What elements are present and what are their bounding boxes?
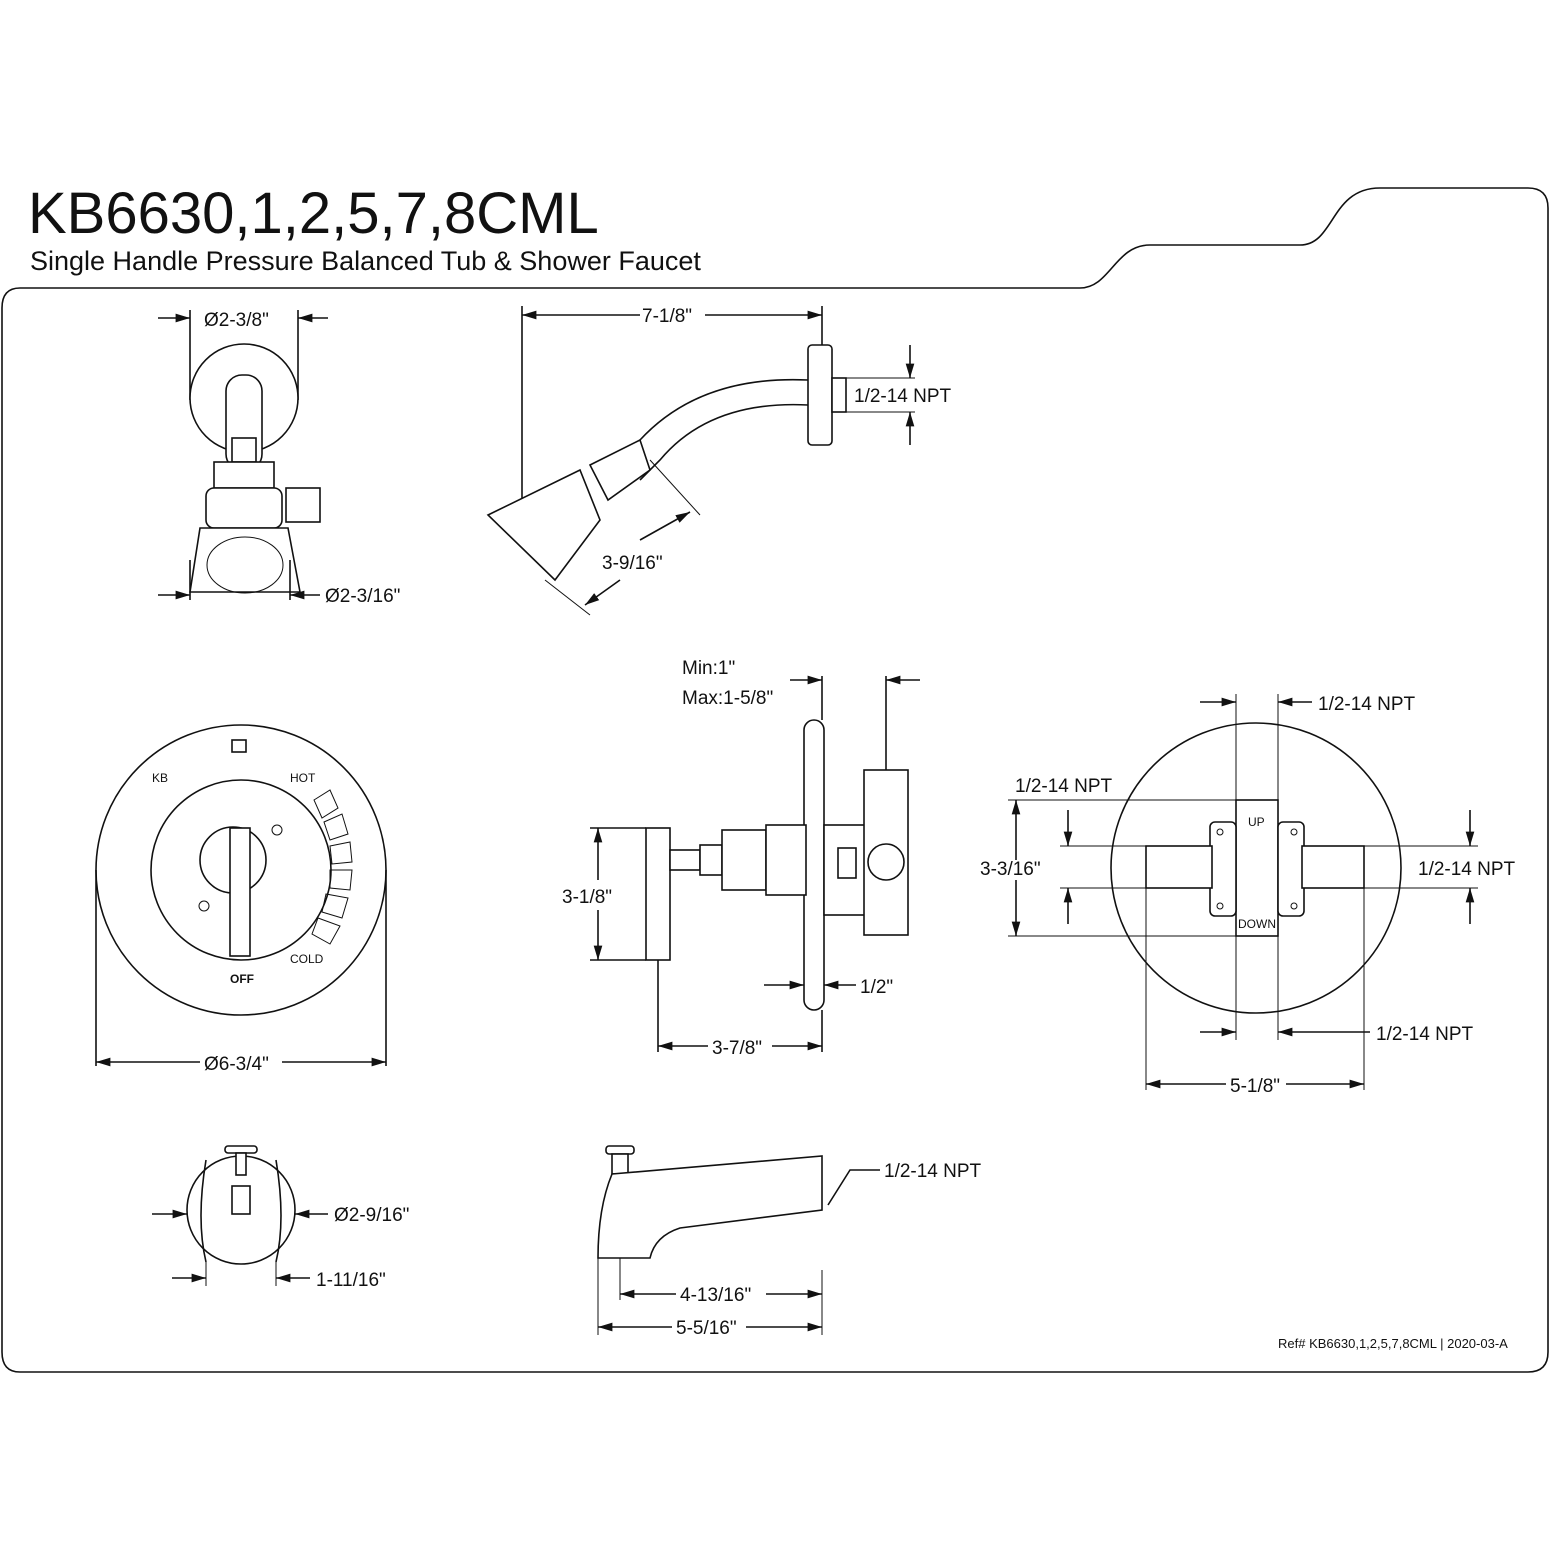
showerhead-front-view: Ø2-3/8" Ø2-3/16" [158,310,400,607]
label-hot: HOT [290,771,316,785]
dim-top-thread: 1/2-14 NPT [1318,694,1416,715]
dim-handle-height: 3-1/8" [562,887,612,908]
model-subtitle: Single Handle Pressure Balanced Tub & Sh… [30,246,701,276]
model-title: KB6630,1,2,5,7,8CML [28,181,599,246]
spout-front-view: Ø2-9/16" 1-11/16" [152,1145,409,1291]
trim-plate-view: KB HOT COLD OFF Ø6-3/4" [95,724,387,1075]
valve-side-view: Min:1" Max:1-5/8" 3-1/8" 1/2" 3-7/8" [562,658,920,1059]
dim-body-height: 3-3/16" [980,859,1041,880]
label-kb: KB [152,771,168,785]
dim-handle-length: 3-7/8" [712,1038,762,1059]
dim-left-thread: 1/2-14 NPT [1015,776,1113,797]
label-cold: COLD [290,952,324,966]
valve-back-view: UP DOWN 1/2-14 NPT 1/2-14 NPT 3-3/16" 1/… [980,694,1516,1097]
footer-ref: Ref# KB6630,1,2,5,7,8CML | 2020-03-A [1278,1336,1508,1351]
dim-depth-min: Min:1" [682,658,735,679]
dim-spout-inner: 4-13/16" [680,1285,751,1306]
dim-plate-thick: 1/2" [860,977,893,998]
dim-bottom-thread: 1/2-14 NPT [1376,1024,1474,1045]
dim-depth-max: Max:1-5/8" [682,688,773,709]
spout-side-view: 1/2-14 NPT 4-13/16" 5-5/16" [597,1145,982,1339]
dim-spout-total: 5-5/16" [676,1318,737,1339]
label-off: OFF [230,972,254,986]
label-down: DOWN [1238,917,1276,931]
sheet-frame [1,187,1549,1373]
dim-spout-thread: 1/2-14 NPT [884,1161,982,1182]
dim-spout-width: 1-11/16" [316,1270,386,1291]
dim-bottom-dia: Ø2-3/16" [325,586,400,607]
dim-spout-dia: Ø2-9/16" [334,1205,409,1226]
dim-right-thread: 1/2-14 NPT [1418,859,1516,880]
dim-body-width: 5-1/8" [1230,1076,1280,1097]
dim-head-length: 3-9/16" [602,553,663,574]
dim-top-dia: Ø2-3/8" [204,310,269,331]
dim-arm-length: 7-1/8" [642,306,692,327]
dim-plate-dia: Ø6-3/4" [204,1054,269,1075]
dim-arm-thread: 1/2-14 NPT [854,386,952,407]
label-up: UP [1248,815,1265,829]
showerhead-side-view: 7-1/8" 1/2-14 NPT 3-9/16" [486,306,952,616]
